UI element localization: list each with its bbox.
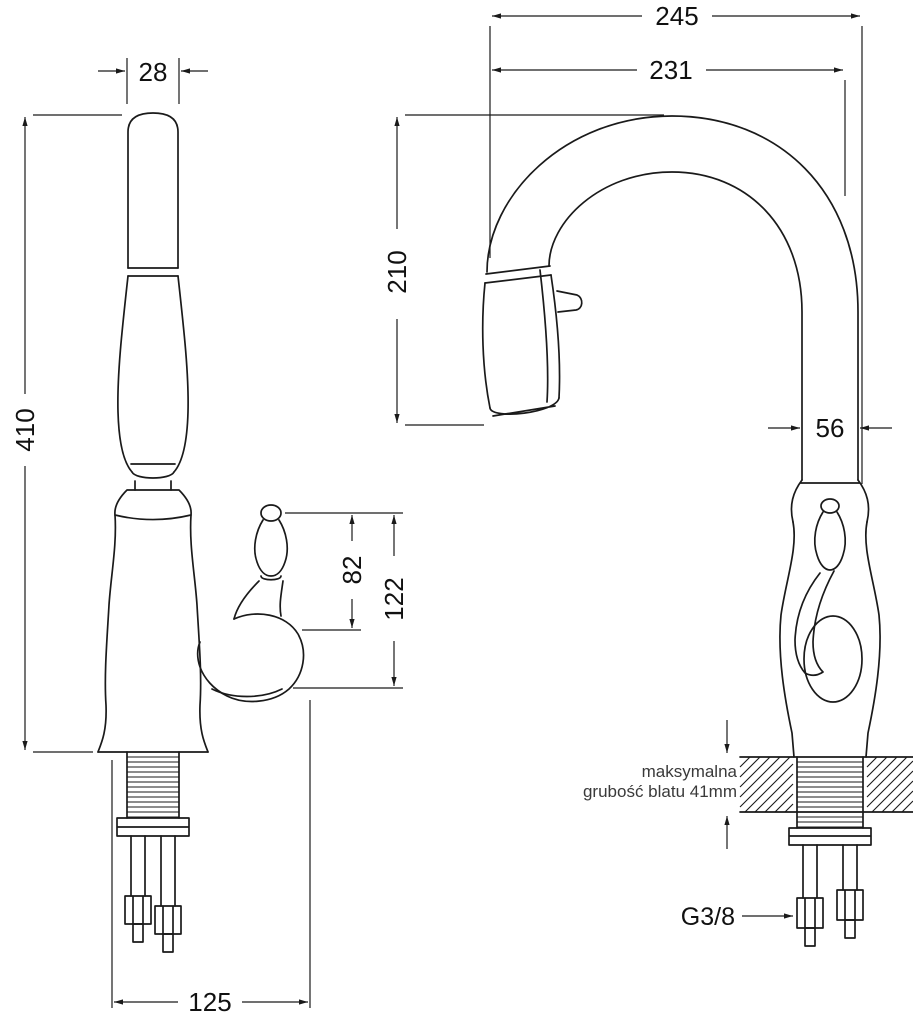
countertop-edges	[739, 756, 913, 813]
gooseneck-outer	[486, 115, 859, 481]
spray-button	[556, 290, 583, 313]
dim-125-extension-lines	[111, 700, 311, 1008]
dim-28-extension-lines	[126, 58, 180, 104]
hose-connector-left	[124, 895, 152, 925]
dim-label-handle-assembly-height: 122	[379, 577, 409, 620]
hose-stubs	[132, 923, 174, 953]
locknut	[788, 827, 872, 846]
spout-tube	[127, 112, 179, 269]
counter-note-line2: grubość blatu 41mm	[583, 782, 737, 801]
dim-label-column-width: 56	[816, 413, 845, 443]
mounting-nut	[116, 817, 190, 837]
body-profile-right	[864, 521, 881, 758]
spray-head-bottom	[489, 397, 560, 417]
handle-knob-top-profile	[820, 498, 840, 514]
dim-410-extension-lines	[33, 114, 122, 753]
handle-knob-collar	[260, 575, 282, 581]
countertop-hatch-right	[866, 756, 913, 813]
dim-label-spout-height: 210	[382, 250, 412, 293]
handle-knob-body-profile	[813, 511, 847, 571]
hose-connector-right-profile	[836, 889, 864, 921]
handle-knob-body	[253, 519, 289, 577]
body-right-edge	[189, 514, 209, 753]
handle-boss-inner	[211, 688, 283, 698]
shank-thread-lines-profile	[797, 761, 863, 828]
handle-boss	[196, 613, 305, 703]
dim-label-spout-reach: 231	[649, 55, 692, 85]
dim-label-spout-top-width: 28	[139, 57, 168, 87]
body-collar-profile	[790, 479, 870, 523]
spray-head-left-edge	[117, 275, 133, 473]
left-dimensions: 28 410 82 122 125	[10, 57, 409, 1017]
dim-label-total-height: 410	[10, 408, 40, 451]
thread-size-label: G3/8	[681, 903, 735, 931]
dim-210-extension-lines	[405, 114, 664, 426]
dim-handle-extension-lines	[285, 512, 403, 689]
shank-thread-lines	[127, 756, 179, 818]
spray-head-division	[539, 269, 549, 403]
spray-head-right-edge	[173, 275, 189, 473]
left-faucet-outline	[97, 112, 305, 953]
hose-connector-right	[154, 905, 182, 935]
countertop-hatch-left	[739, 756, 794, 813]
handle-knob-top	[260, 504, 282, 522]
body-profile-left	[779, 521, 796, 758]
dim-245-extension-lines	[489, 26, 863, 484]
right-view: 245 231 210 56 maksymalna grubość blatu …	[382, 1, 913, 947]
hose-connector-left-profile	[796, 897, 824, 929]
neck	[134, 480, 172, 491]
spray-head-profile-left	[481, 282, 491, 409]
handle-lever-profile	[794, 570, 835, 677]
left-view: 28 410 82 122 125	[10, 57, 409, 1017]
spout-joint-lines	[127, 267, 179, 277]
dim-label-base-spread: 125	[188, 987, 231, 1017]
dim-label-overall-reach: 245	[655, 1, 698, 31]
counter-note-line1: maksymalna	[642, 762, 738, 781]
handle-lever	[233, 580, 284, 620]
supply-pipes-profile	[802, 844, 858, 899]
escutcheon-oval	[803, 615, 863, 703]
dim-label-handle-height: 82	[337, 556, 367, 585]
hose-stubs-profile	[804, 919, 856, 947]
right-dimensions: 245 231 210 56 maksymalna grubość blatu …	[382, 1, 892, 931]
collar	[114, 489, 192, 521]
gooseneck-inner	[548, 171, 803, 481]
spray-head-bottom	[131, 471, 175, 479]
spray-head-profile-right	[550, 274, 561, 399]
body-left-edge	[97, 514, 117, 753]
right-faucet-outline	[481, 115, 913, 947]
supply-pipes	[130, 835, 176, 907]
